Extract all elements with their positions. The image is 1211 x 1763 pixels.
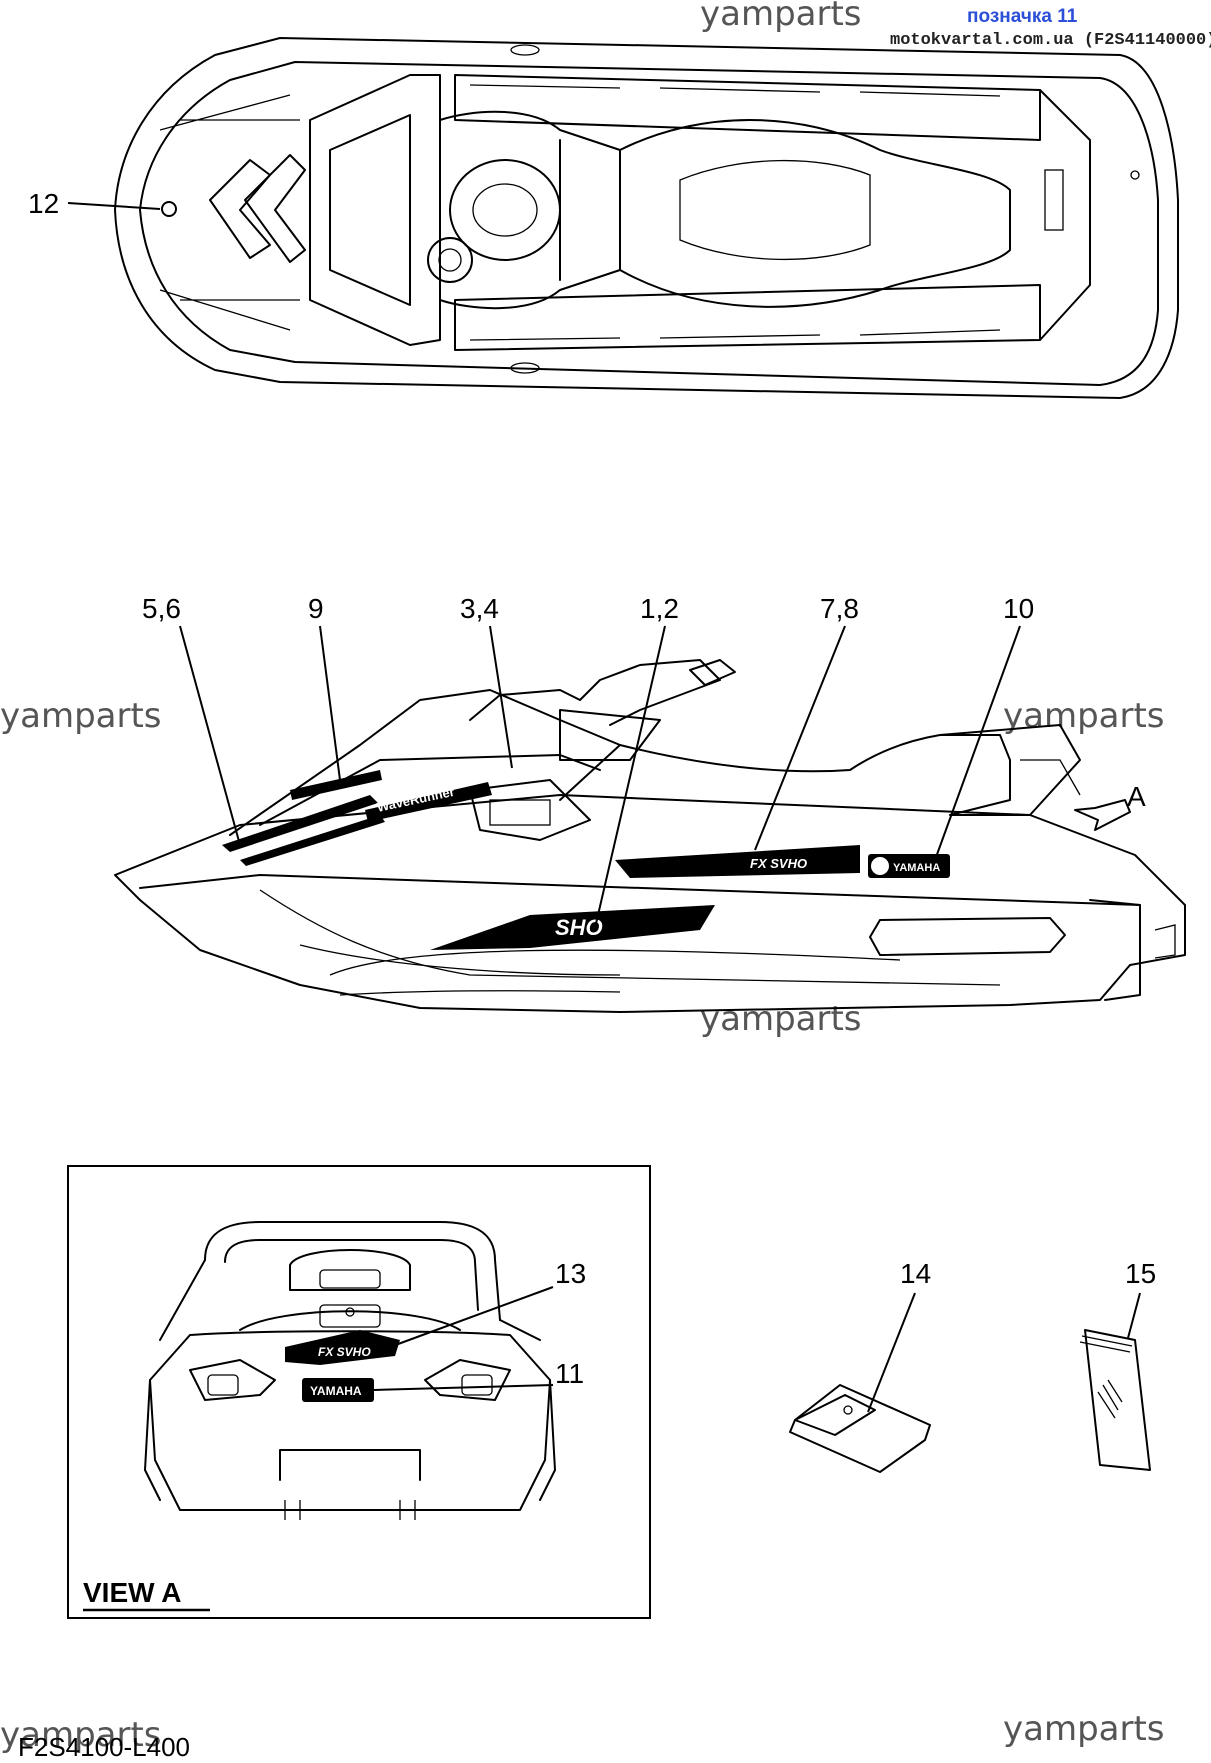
leader-line-13: [389, 1286, 554, 1348]
leader-line-11: [373, 1384, 554, 1391]
diagram-reference-badge[interactable]: позначка 11: [967, 6, 1078, 27]
decal-yamaha-side-text: YAMAHA: [893, 862, 940, 874]
top-view-watercraft: [114, 37, 1179, 399]
leader-line-12: [67, 202, 161, 210]
callout-5-6[interactable]: 5,6: [142, 593, 181, 624]
leader-line-7-8: [754, 625, 846, 851]
leader-line-3-4: [489, 625, 513, 769]
callout-15[interactable]: 15: [1125, 1258, 1156, 1289]
leader-line-14: [867, 1292, 916, 1413]
side-view-watercraft: WaveRunner SHO FX SVHO YAMAHA: [114, 659, 1186, 1013]
decal-fx-svho-text: FX SVHO: [750, 856, 807, 871]
direction-marker-a: A: [1127, 781, 1146, 812]
callout-3-4[interactable]: 3,4: [460, 593, 499, 624]
part-14-pouch[interactable]: [789, 1384, 931, 1473]
watermark-bottom-left: yamparts: [0, 1715, 162, 1755]
decal-fx-rear-text: FX SVHO: [318, 1345, 371, 1359]
view-a-label: VIEW A: [83, 1577, 182, 1608]
watermark-right: yamparts: [1003, 696, 1165, 736]
watermark-bottom-right: yamparts: [1003, 1709, 1165, 1749]
leader-line-10: [934, 625, 1021, 861]
callout-13[interactable]: 13: [555, 1258, 586, 1289]
watermark-left: yamparts: [0, 696, 162, 736]
callout-12[interactable]: 12: [28, 188, 59, 219]
diagram-code: F2S4100-L400: [18, 1732, 190, 1762]
leader-line-5-6: [179, 625, 241, 846]
callout-9[interactable]: 9: [308, 593, 324, 624]
part-15-manual[interactable]: [1079, 1329, 1151, 1471]
leader-line-9: [319, 625, 341, 781]
callout-10[interactable]: 10: [1003, 593, 1034, 624]
callout-14[interactable]: 14: [900, 1258, 931, 1289]
decal-yamaha-rear-text: YAMAHA: [310, 1384, 362, 1398]
callout-1-2[interactable]: 1,2: [640, 593, 679, 624]
view-a-frame: [67, 1165, 651, 1619]
leader-line-15: [1127, 1292, 1141, 1339]
watermark-center: yamparts: [700, 999, 862, 1039]
callout-11[interactable]: 11: [555, 1358, 584, 1389]
leader-line-1-2: [594, 625, 666, 929]
site-reference: motokvartal.com.ua (F2S41140000): [890, 31, 1211, 50]
view-a-rear-watercraft: FX SVHO YAMAHA: [144, 1221, 556, 1520]
watermark-top: yamparts: [700, 0, 862, 34]
callout-7-8[interactable]: 7,8: [820, 593, 859, 624]
